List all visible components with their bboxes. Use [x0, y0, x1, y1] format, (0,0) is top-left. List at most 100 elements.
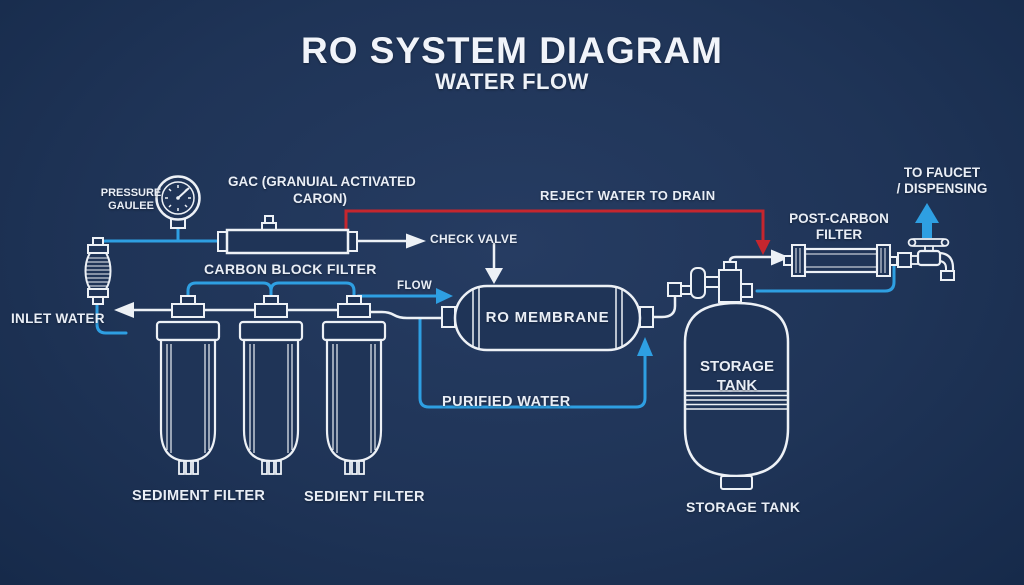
filter-body: [242, 338, 300, 463]
gac-filter-label: GAC (GRANUIAL ACTIVATED CARON): [228, 173, 416, 207]
reject-line: [344, 209, 765, 241]
inlet-water-label: INLET WATER: [11, 311, 105, 326]
storage-tank-inside-line2: TANK: [716, 377, 758, 394]
filter-body-lines: [332, 344, 376, 453]
inline-strainer: [84, 237, 112, 305]
diagram-title: RO SYSTEM DIAGRAM: [301, 30, 723, 71]
postcarbon-body: [803, 247, 879, 274]
to-faucet-label: TO FAUCET / DISPENSING: [878, 165, 1006, 197]
purified-arrowhead: [637, 337, 653, 356]
filter-body: [325, 338, 383, 463]
t-fitting-body: [337, 303, 371, 318]
ro-right-fitting: [639, 306, 654, 328]
gauge-ticks: [165, 185, 191, 211]
pressure-gauge: [155, 175, 201, 229]
post-carbon-filter: [783, 244, 898, 277]
filter-legs: [178, 460, 199, 475]
check-valve-arrowhead: [406, 233, 426, 249]
post-carbon-label-line1: POST-CARBON: [789, 211, 889, 226]
sediment-left-arrowhead: [114, 302, 134, 318]
valve-right-port: [740, 283, 753, 298]
storage-tank-below-label: STORAGE TANK: [686, 499, 801, 515]
gac-filter: [217, 215, 358, 255]
t-fitting-body: [254, 303, 288, 318]
filter-cap: [155, 320, 221, 342]
sediment-filter-1: [155, 295, 221, 475]
faucet-spout-inner: [939, 260, 947, 272]
post-carbon-label-line2: FILTER: [815, 227, 863, 242]
valve-cross: [704, 276, 720, 288]
faucet: [897, 238, 955, 281]
faucet-arrow-shaft: [922, 221, 932, 238]
faucet-body: [916, 249, 942, 267]
ro-to-tankvalve-line: [651, 292, 677, 319]
post-carbon-filter-label: POST-CARBON FILTER: [780, 211, 898, 243]
faucet-inlet-fitting: [897, 252, 912, 268]
ro-membrane-label: RO MEMBRANE: [485, 309, 610, 326]
purified-water-line: [418, 317, 647, 409]
postcarbon-body-lines: [795, 248, 886, 273]
postcarbon-left-cap: [791, 244, 806, 277]
inlet-water-line: [95, 239, 221, 335]
valve-left-port: [667, 282, 682, 297]
filter-body-lines: [249, 344, 293, 453]
reject-water-line: [344, 209, 771, 255]
valve-lever: [690, 267, 706, 299]
tank-base: [720, 475, 753, 490]
flow-label: FLOW: [397, 280, 433, 292]
filter-body-lines: [166, 344, 210, 453]
sediment-filter-1-label: SEDIMENT FILTER: [132, 488, 266, 504]
tank-body: [683, 301, 790, 478]
faucet-handle-knob-right: [940, 238, 950, 247]
filter-cap: [238, 320, 304, 342]
blue-arrowheads: [436, 203, 939, 356]
sediment-to-ro-line: [364, 310, 443, 320]
check-valve-label: CHECK VALVE: [430, 232, 518, 246]
flow-arrowhead: [436, 288, 453, 304]
ro-body: [453, 284, 642, 352]
valve-connector: [680, 285, 692, 295]
tankvalve-to-postcarbon-line: [728, 255, 773, 263]
gac-filter-label-line1: GAC (GRANUIAL ACTIVATED: [228, 174, 416, 189]
strainer-bottom-collar: [87, 288, 109, 298]
gauge-needle-hub: [176, 196, 180, 200]
pressure-gauge-label: PRESSURE GAULEE: [100, 187, 162, 213]
pressure-gauge-label-line1: PRESSURE: [100, 187, 162, 199]
storage-tank: [683, 301, 790, 490]
strainer-top-stub: [92, 237, 104, 246]
tank-valve: [667, 261, 753, 303]
faucet-arrowhead: [915, 203, 939, 223]
sediment-filter-2-label: SEDIENT FILTER: [304, 489, 425, 505]
to-faucet-label-line1: TO FAUCET: [903, 165, 981, 180]
storage-tank-inside-label: STORAGE TANK: [687, 357, 787, 395]
faucet-handle-knob-left: [907, 238, 917, 247]
ro-membrane: [441, 284, 654, 352]
ro-body-lines: [472, 287, 623, 349]
strainer-mesh: [86, 257, 110, 287]
sediment-filters: [155, 295, 387, 475]
to-faucet-label-line2: / DISPENSING: [896, 181, 988, 196]
reject-arrowhead: [755, 240, 771, 255]
filter-loop-2: [269, 281, 356, 302]
ro-left-fitting: [441, 306, 456, 328]
diagram-subtitle: WATER FLOW: [435, 69, 589, 94]
purified-water-label: PURIFIED WATER: [442, 394, 571, 410]
reject-water-label: REJECT WATER TO DRAIN: [540, 188, 716, 203]
t-fitting-body: [171, 303, 205, 318]
filter-cap: [321, 320, 387, 342]
sediment-filter-2: [238, 295, 304, 475]
strainer-bottom-stub: [92, 296, 104, 305]
postcarbon-right-cap: [876, 244, 891, 277]
gauge-needle: [177, 187, 190, 199]
faucet-spout-tip: [940, 270, 955, 281]
white-arrowheads: [114, 233, 790, 318]
gac-body: [225, 228, 350, 255]
gauge-inner-ring: [161, 181, 195, 215]
storage-tank-inside-line1: STORAGE: [700, 358, 774, 375]
ro-down-arrowhead: [485, 268, 503, 284]
filter-loop-1: [186, 281, 273, 302]
faucet-spout-outer: [939, 251, 955, 272]
strainer-top-collar: [87, 244, 109, 254]
filter-legs: [344, 460, 365, 475]
